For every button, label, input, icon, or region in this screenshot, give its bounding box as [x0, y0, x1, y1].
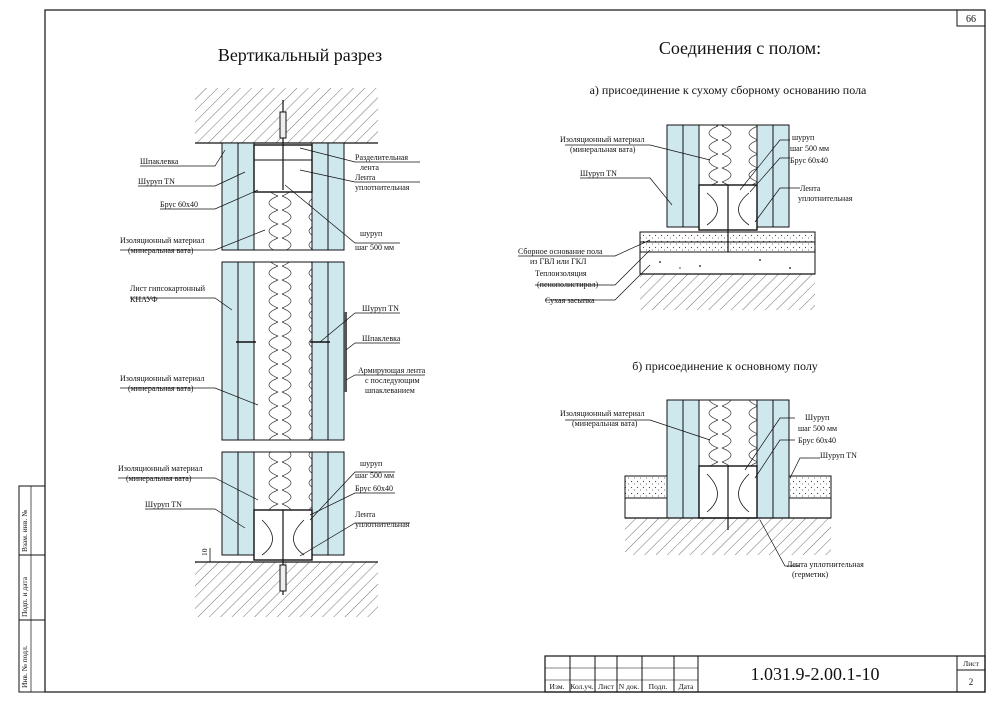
title-floor-connections: Соединения с полом: — [659, 38, 821, 58]
label-arm-1: Армирующая лента — [358, 366, 426, 375]
label-lenta-bot-2: уплотнительная — [355, 520, 410, 529]
sheet-number-box — [956, 9, 986, 27]
a-label-zasypka: Сухая засыпка — [545, 296, 595, 305]
tb-col-data: Дата — [679, 682, 695, 691]
a-label-shurup-2: шаг 500 мм — [790, 144, 829, 153]
detail-a: Изоляционный материал (минеральная вата)… — [518, 124, 853, 310]
label-razdel-2: лента — [360, 163, 379, 172]
a-label-shurup-tn: Шуруп TN — [580, 169, 617, 178]
label-izol-mid-2: (минеральная вата) — [128, 384, 194, 393]
label-shurup-top-2: шаг 500 мм — [355, 243, 394, 252]
label-brus-top: Брус 60х40 — [160, 200, 198, 209]
label-izol-top-2: (минеральная вата) — [128, 246, 194, 255]
title-vertical-section: Вертикальный разрез — [218, 45, 382, 65]
label-list-2: КНАУФ — [130, 295, 158, 304]
label-lenta-top-2: уплотнительная — [355, 183, 410, 192]
a-label-izol-1: Изоляционный материал — [560, 135, 645, 144]
label-izol-mid-1: Изоляционный материал — [120, 374, 205, 383]
label-shurup-bot-2: шаг 500 мм — [355, 471, 394, 480]
tb-col-kolych: Кол.уч. — [570, 682, 593, 691]
subtitle-b: б) присоединение к основному полу — [632, 359, 818, 373]
label-razdel-1: Разделительная — [355, 153, 408, 162]
a-label-shurup-1: шуруп — [792, 133, 815, 142]
b-label-shurup-1: Шуруп — [805, 413, 830, 422]
a-label-brus: Брус 60х40 — [790, 156, 828, 165]
dim-10: 10 — [200, 548, 209, 556]
stamp-inv: Инв. № подл. — [20, 645, 29, 688]
label-shpaklevka-top: Шпаклевка — [140, 157, 179, 166]
b-label-brus: Брус 60х40 — [798, 436, 836, 445]
label-lenta-bot-1: Лента — [355, 510, 376, 519]
a-label-lenta-2: уплотнительная — [798, 194, 853, 203]
vertical-section: 10 Шпаклевка Шуруп TN Брус 60х40 Изоляци… — [118, 88, 426, 617]
label-shpaklevka-mid: Шпаклевка — [362, 334, 401, 343]
label-shurup-bot-1: шуруп — [360, 459, 383, 468]
sheet-number: 66 — [966, 14, 976, 25]
label-shurup-tn-mid: Шуруп TN — [362, 304, 399, 313]
tb-col-podp: Подп. — [649, 682, 668, 691]
label-shurup-tn-bot: Шуруп TN — [145, 500, 182, 509]
b-label-shurup-2: шаг 500 мм — [798, 424, 837, 433]
b-label-lenta-2: (герметик) — [792, 570, 829, 579]
tb-list-value: 2 — [969, 677, 974, 687]
a-label-lenta-1: Лента — [800, 184, 821, 193]
side-stamp: Взам. инв. № Подп. и дата Инв. № подл. — [18, 485, 46, 693]
a-label-teplo-2: (пенополистирол) — [537, 280, 598, 289]
drawing-code: 1.031.9-2.00.1-10 — [751, 664, 880, 684]
tb-col-ndok: N док. — [619, 682, 640, 691]
b-label-izol-1: Изоляционный материал — [560, 409, 645, 418]
a-label-izol-2: (минеральная вата) — [570, 145, 636, 154]
b-label-shurup-tn: Шуруп TN — [820, 451, 857, 460]
label-izol-bot-2: (минеральная вата) — [126, 474, 192, 483]
sheet-frame — [44, 9, 986, 693]
a-label-osn-2: из ГВЛ или ГКЛ — [530, 257, 587, 266]
stamp-podp: Подп. и дата — [20, 576, 29, 617]
label-lenta-top-1: Лента — [355, 173, 376, 182]
label-shurup-top-1: шуруп — [360, 229, 383, 238]
a-label-osn-1: Сборное основание пола — [518, 247, 603, 256]
label-brus-bot: Брус 60х40 — [355, 484, 393, 493]
title-block — [544, 655, 986, 693]
stamp-vzam: Взам. инв. № — [20, 510, 29, 552]
label-izol-bot-1: Изоляционный материал — [118, 464, 203, 473]
label-izol-top-1: Изоляционный материал — [120, 236, 205, 245]
a-label-teplo-1: Теплоизоляция — [535, 269, 587, 278]
label-shurup-tn-top: Шуруп TN — [138, 177, 175, 186]
subtitle-a: а) присоединение к сухому сборному основ… — [590, 83, 867, 97]
b-label-lenta-1: Лента уплотнительная — [787, 560, 864, 569]
label-list-1: Лист гипсокартонный — [130, 284, 206, 293]
tb-col-list: Лист — [598, 682, 614, 691]
label-arm-3: шпаклеванием — [365, 386, 415, 395]
b-label-izol-2: (минеральная вата) — [572, 419, 638, 428]
label-arm-2: с последующим — [365, 376, 420, 385]
tb-list-label: Лист — [963, 659, 979, 668]
detail-b: Изоляционный материал (минеральная вата)… — [560, 399, 864, 579]
tb-col-izm: Изм. — [550, 682, 565, 691]
